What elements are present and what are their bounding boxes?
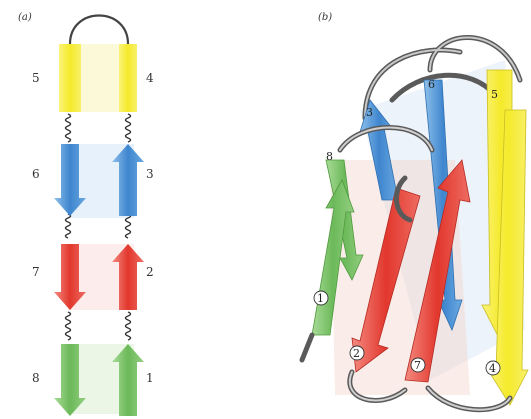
panel-b-strand-label-8: 8: [326, 150, 333, 163]
panel-b-strand-label-4: 4: [489, 362, 496, 375]
panel-a-right-number-1: 1: [146, 371, 154, 385]
strand-5-arrow: [59, 44, 81, 112]
panel-a-left-number-6: 6: [32, 167, 40, 181]
panel-b-circled-label-2: 2: [350, 346, 364, 360]
panel-b-label: (b): [318, 12, 332, 23]
panel-a-right-number-2: 2: [146, 265, 154, 279]
panel-b-strand-label-2: 2: [353, 347, 360, 360]
panel-a-right-number-3: 3: [146, 167, 154, 181]
strand-4-arrow: [119, 44, 137, 112]
panel-b-strand-label-3: 3: [366, 106, 373, 119]
panel-a-left-number-5: 5: [32, 71, 40, 85]
panel-b-strand-label-5: 5: [491, 88, 498, 101]
top-hairpin-loop: [70, 16, 128, 45]
panel-a-left-number-8: 8: [32, 371, 40, 385]
panel-b-strand-label-1: 1: [317, 292, 324, 305]
panel-a-label: (a): [18, 12, 32, 23]
panel-a-left-number-7: 7: [32, 265, 40, 279]
panel-b-strand-label-6: 6: [428, 78, 435, 91]
panel-a-right-number-4: 4: [146, 71, 154, 85]
panel-b-circled-label-4: 4: [486, 361, 500, 375]
panel-b-strand-label-7: 7: [414, 359, 421, 372]
panel-b-circled-label-7: 7: [411, 358, 425, 372]
panel-b-circled-label-1: 1: [314, 291, 328, 305]
